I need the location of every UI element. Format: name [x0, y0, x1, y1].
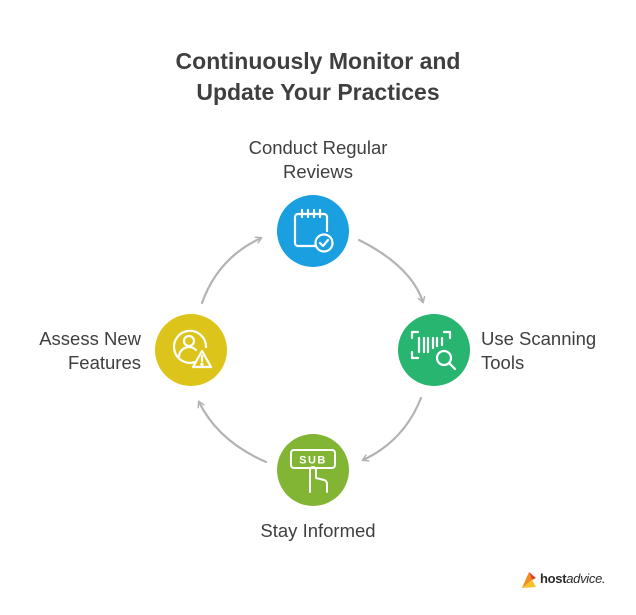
barcode-search-icon	[410, 330, 457, 371]
label-bottom-line-1: Stay Informed	[260, 520, 376, 541]
arrow-left-to-top	[200, 236, 263, 305]
label-use-scanning-tools: Use Scanning Tools	[481, 327, 631, 375]
node-assess-new-features	[155, 314, 227, 386]
user-warning-icon	[172, 329, 213, 369]
label-top-line-2: Reviews	[283, 161, 353, 182]
title-line-2: Update Your Practices	[196, 79, 440, 105]
sub-badge-text: SUB	[299, 455, 327, 467]
label-right-line-1: Use Scanning	[481, 328, 597, 349]
label-left-line-2: Features	[67, 352, 141, 373]
brand-name-rest: advice.	[566, 571, 606, 586]
brand-logo: hostadvice.	[520, 569, 630, 591]
brand-name-bold: host	[540, 571, 567, 586]
label-conduct-regular-reviews: Conduct Regular Reviews	[210, 136, 426, 184]
label-stay-informed: Stay Informed	[200, 519, 436, 543]
label-top-line-1: Conduct Regular	[248, 137, 388, 158]
label-left-line-1: Assess New	[39, 328, 141, 349]
subscribe-tap-icon	[290, 449, 336, 493]
node-conduct-regular-reviews	[277, 195, 349, 267]
arrow-right-to-bottom	[361, 396, 423, 462]
calendar-check-icon	[293, 208, 334, 253]
arrow-top-to-right	[357, 238, 426, 304]
brand-name: hostadvice.	[540, 571, 606, 586]
label-right-line-2: Tools	[481, 352, 525, 373]
page-title: Continuously Monitor and Update Your Pra…	[0, 46, 636, 108]
title-line-1: Continuously Monitor and	[175, 48, 461, 74]
label-assess-new-features: Assess New Features	[0, 327, 141, 375]
node-use-scanning-tools	[398, 314, 470, 386]
brand-mark-icon	[522, 572, 536, 588]
node-stay-informed: SUB	[277, 434, 349, 506]
arrow-bottom-to-left	[197, 400, 268, 464]
